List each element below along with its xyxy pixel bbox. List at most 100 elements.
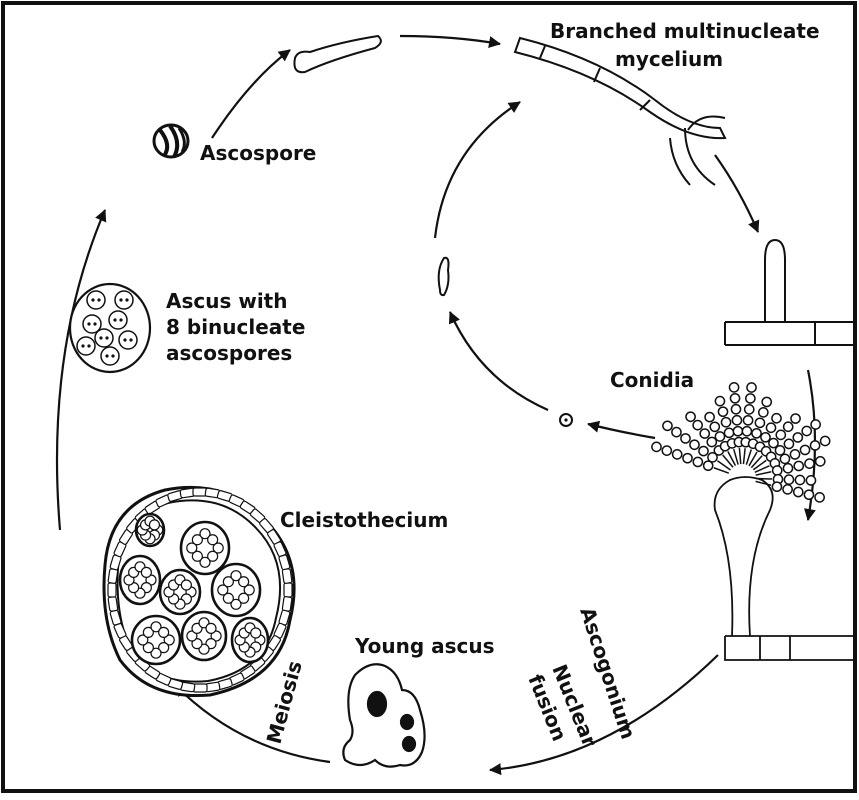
conidium bbox=[752, 429, 761, 438]
conidium bbox=[793, 433, 802, 442]
conidium bbox=[811, 420, 820, 429]
conidium-spore-icon bbox=[560, 414, 572, 426]
nucleus bbox=[111, 354, 114, 357]
conidium bbox=[766, 423, 775, 432]
conidium bbox=[707, 437, 716, 446]
sterigma bbox=[743, 448, 745, 464]
conidium bbox=[800, 445, 809, 454]
ascospore bbox=[87, 291, 105, 309]
conidium bbox=[729, 383, 738, 392]
wall-cell bbox=[282, 596, 292, 611]
nucleus bbox=[123, 338, 126, 341]
sterigma bbox=[739, 448, 740, 464]
wall-cell bbox=[108, 583, 116, 597]
ascospore bbox=[101, 347, 119, 365]
sterigma bbox=[714, 468, 729, 473]
arrow-conidia-to-spore bbox=[588, 424, 655, 438]
conidium bbox=[673, 450, 682, 459]
label-conidia: Conidia bbox=[610, 368, 694, 392]
ascus-icon bbox=[70, 284, 150, 372]
conidium bbox=[700, 429, 709, 438]
conidium bbox=[686, 412, 695, 421]
germ-tube-icon bbox=[294, 36, 380, 72]
label-cleistothecium: Cleistothecium bbox=[280, 508, 448, 532]
young-ascus-icon bbox=[343, 664, 424, 766]
nucleus bbox=[87, 322, 90, 325]
nucleus bbox=[113, 318, 116, 321]
nucleus bbox=[105, 336, 108, 339]
conidium bbox=[780, 454, 789, 463]
label-young-ascus: Young ascus bbox=[354, 634, 495, 658]
conidium bbox=[724, 428, 733, 437]
arrow-germling-to-mycelium bbox=[435, 102, 520, 238]
conidiophore-icon bbox=[715, 477, 855, 660]
conidium bbox=[742, 427, 751, 436]
conidium bbox=[718, 407, 727, 416]
conidium bbox=[791, 414, 800, 423]
conidium bbox=[816, 457, 825, 466]
nucleus bbox=[87, 344, 90, 347]
wall-cell bbox=[282, 569, 292, 584]
ascospore bbox=[119, 331, 137, 349]
ascospore bbox=[181, 580, 191, 590]
conidium bbox=[755, 418, 764, 427]
conidium bbox=[733, 427, 742, 436]
label-ascospore: Ascospore bbox=[200, 141, 316, 165]
conidium bbox=[802, 426, 811, 435]
conidium bbox=[747, 383, 756, 392]
ascospore bbox=[239, 577, 249, 587]
conidium bbox=[730, 394, 739, 403]
conidium bbox=[805, 459, 814, 468]
conidium bbox=[759, 408, 768, 417]
conidium bbox=[693, 457, 702, 466]
conidium bbox=[815, 493, 824, 502]
conidium bbox=[806, 476, 815, 485]
ascospore bbox=[149, 520, 159, 530]
conidium bbox=[761, 433, 770, 442]
conidia-chains bbox=[652, 383, 830, 502]
nucleus bbox=[125, 298, 128, 301]
conidium bbox=[721, 418, 730, 427]
conidium bbox=[746, 394, 755, 403]
conidium bbox=[775, 446, 784, 455]
conidium bbox=[783, 464, 792, 473]
conidium bbox=[681, 434, 690, 443]
conidiophore-bud-icon bbox=[725, 240, 855, 345]
wall-cell bbox=[108, 596, 118, 611]
sterigma bbox=[751, 456, 762, 468]
ascospore bbox=[115, 291, 133, 309]
conidium bbox=[715, 432, 724, 441]
arrow-ascospore-to-germtube bbox=[212, 50, 290, 138]
conidium bbox=[794, 487, 803, 496]
ascospore bbox=[109, 311, 127, 329]
conidium bbox=[784, 475, 793, 484]
nucleus bbox=[119, 298, 122, 301]
label-ascus-2: 8 binucleate bbox=[166, 315, 305, 339]
label-branched-mycelium-1: Branched multinucleate bbox=[550, 19, 820, 43]
arrow-mycelium-to-conidiophore-bud bbox=[715, 155, 758, 232]
nucleus bbox=[129, 338, 132, 341]
nucleus bbox=[81, 344, 84, 347]
conidium bbox=[783, 485, 792, 494]
ascospore bbox=[141, 567, 151, 577]
ascospore bbox=[208, 535, 218, 545]
ascospore bbox=[251, 628, 261, 638]
sterigma bbox=[756, 478, 772, 479]
conidium bbox=[662, 446, 671, 455]
conidium bbox=[672, 428, 681, 437]
conidium bbox=[795, 475, 804, 484]
conidium bbox=[745, 405, 754, 414]
sterigma bbox=[756, 472, 772, 475]
ascospore bbox=[95, 329, 113, 347]
label-ascus-3: ascospores bbox=[166, 341, 292, 365]
wall-cell bbox=[284, 583, 292, 597]
label-meiosis: Meiosis bbox=[262, 658, 307, 746]
ascospore bbox=[206, 623, 216, 633]
germling-icon bbox=[439, 258, 449, 295]
conidium bbox=[784, 422, 793, 431]
nucleus bbox=[99, 336, 102, 339]
conidium bbox=[732, 416, 741, 425]
nucleus bbox=[119, 318, 122, 321]
